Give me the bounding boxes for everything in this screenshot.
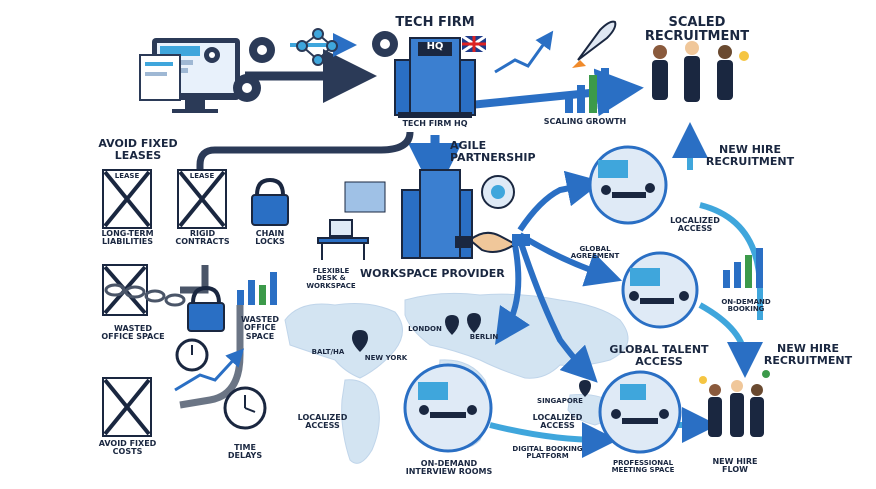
tech-firm-title: TECH FIRM [395,15,475,30]
flexible-desk-label: FLEXIBLE DESK & WORKSPACE [306,267,356,290]
time-delays-label: TIME DELAYS [227,443,263,461]
alarm-clock-icon [223,386,267,430]
wasted-office-space-label-mid: WASTED OFFICE SPACE [241,315,279,341]
digital-booking-platform-label: DIGITAL BOOKING PLATFORM [512,445,583,461]
global-talent-access-label: GLOBAL TALENT ACCESS [609,343,709,368]
new-york-label: NEW YORK [364,354,408,362]
map-pin-icon [352,313,591,397]
london-label: LONDON [408,325,442,333]
building-icon [344,169,473,259]
localized-access-top-label: LOCALIZED ACCESS [670,216,720,234]
long-term-liabilities-label: LONG-TERM LIABILITIES [101,229,154,247]
agile-partnership-label: AGILE PARTNERSHIP [450,139,536,164]
scaled-recruitment-label: SCALED RECRUITMENT [644,15,750,44]
lease-label-1: LEASE [114,172,140,180]
chain-locks-label: CHAIN LOCKS [255,229,285,247]
gear-icon [481,175,515,209]
new-hire-recruitment-top-label: NEW HIRE RECRUITMENT [705,143,795,168]
flexible-desk-icon [317,219,369,260]
rocket-icon [572,20,617,68]
global-agreement-label: GLOBAL AGREEMENT [570,245,620,261]
lease-label-2: LEASE [189,172,215,180]
bar-chart-icon [565,68,609,113]
bar-chart-icon [237,272,277,305]
new-hire-recruitment-right-label: NEW HIRE RECRUITMENT [763,342,853,367]
new-hire-flow-label: NEW HIRE FLOW [712,457,758,475]
localized-access-left-label: LOCALIZED ACCESS [297,413,348,431]
tech-firm-hq-label: TECH FIRM HQ [402,119,468,128]
singapore-label: SINGAPORE [537,397,583,405]
lease-document-icon [102,169,227,437]
hq-sign: HQ [426,41,444,52]
stopwatch-icon [175,338,209,372]
wasted-office-space-label-left: WASTED OFFICE SPACE [101,324,165,342]
bar-chart-icon [723,248,763,288]
chain-icon [104,283,186,307]
gear-icon [204,31,398,102]
professional-meeting-space-label: PROFESSIONAL MEETING SPACE [611,459,675,475]
scaling-growth-label: SCALING GROWTH [543,117,627,126]
baltiha-label: BALT/HA [311,348,345,356]
workspace-provider-label: WORKSPACE PROVIDER [360,267,505,280]
berlin-label: BERLIN [469,333,499,341]
on-demand-booking-label: ON-DEMAND BOOKING [721,298,771,314]
padlock-icon [187,177,289,332]
business-people-icon [652,41,749,102]
rigid-contracts-label: RIGID CONTRACTS [175,229,230,247]
handshake-icon [455,231,530,253]
localized-access-bottom-label: LOCALIZED ACCESS [532,413,583,431]
uk-flag-icon [461,34,487,54]
network-icon [296,28,338,66]
computer-icon [139,38,240,113]
building-icon [394,37,476,118]
on-demand-interview-rooms-label: ON-DEMAND INTERVIEW ROOMS [405,459,493,477]
avoid-fixed-leases-label: AVOID FIXED LEASES [98,137,178,162]
business-people-icon [699,370,770,437]
avoid-fixed-costs-label: AVOID FIXED COSTS [98,439,157,457]
